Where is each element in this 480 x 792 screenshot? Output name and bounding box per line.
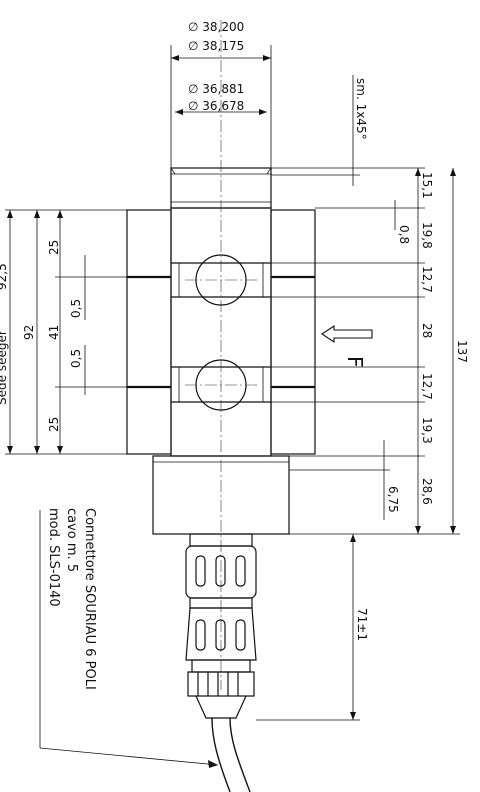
- dim-left-92: 92: [22, 325, 36, 340]
- dimension-labels: ∅ 38,200 ∅ 38,175 ∅ 36,881 ∅ 36,678 sm. …: [0, 20, 469, 641]
- dim-28-6: 28,6: [420, 478, 434, 505]
- souriau-connector: [185, 533, 257, 792]
- connector-note-line2: cavo m. 5: [64, 508, 79, 572]
- dim-19-3: 19,3: [420, 417, 434, 444]
- connector-note-line1: Connettore SOURIAU 6 POLI: [82, 508, 97, 690]
- connector-note-line3: mod. SLS-0140: [46, 508, 61, 607]
- dim-left-92-5: 92,5: [0, 263, 9, 290]
- dim-15-1: 15,1: [420, 172, 434, 199]
- left-flange: [126, 209, 172, 455]
- force-arrow: [321, 324, 373, 344]
- dim-6-75: 6,75: [386, 486, 400, 513]
- dim-dia-top-1: ∅ 38,200: [188, 20, 244, 34]
- center-lines: [185, 20, 257, 690]
- dim-left-41: 41: [47, 325, 61, 340]
- connector-note: Connettore SOURIAU 6 POLI cavo m. 5 mod.…: [46, 508, 97, 690]
- dim-left-25-bottom: 25: [47, 417, 61, 432]
- dimension-lines: [5, 45, 460, 766]
- dim-dia-mid-1: ∅ 36,881: [188, 82, 244, 96]
- right-flange: [270, 209, 316, 455]
- dim-left-0-5-bottom: 0,5: [69, 349, 83, 368]
- force-label: F: [343, 356, 367, 368]
- dim-left-0-5-top: 0,5: [69, 299, 83, 318]
- dim-28: 28: [420, 323, 434, 338]
- dim-19-8: 19,8: [420, 222, 434, 249]
- dim-dia-top-2: ∅ 38,175: [188, 39, 244, 53]
- dim-left-25-top: 25: [47, 240, 61, 255]
- dim-dia-mid-2: ∅ 36,678: [188, 99, 244, 113]
- dim-137: 137: [455, 340, 469, 363]
- dim-71: 71±1: [355, 608, 369, 641]
- arrowheads: [7, 55, 456, 768]
- dim-chamfer: sm. 1x45°: [354, 78, 368, 140]
- dim-0-8: 0,8: [397, 225, 411, 244]
- dim-12-7-bottom: 12,7: [420, 373, 434, 400]
- dim-12-7-top: 12,7: [420, 266, 434, 293]
- dim-left-seeger: Sede seeger: [0, 330, 9, 405]
